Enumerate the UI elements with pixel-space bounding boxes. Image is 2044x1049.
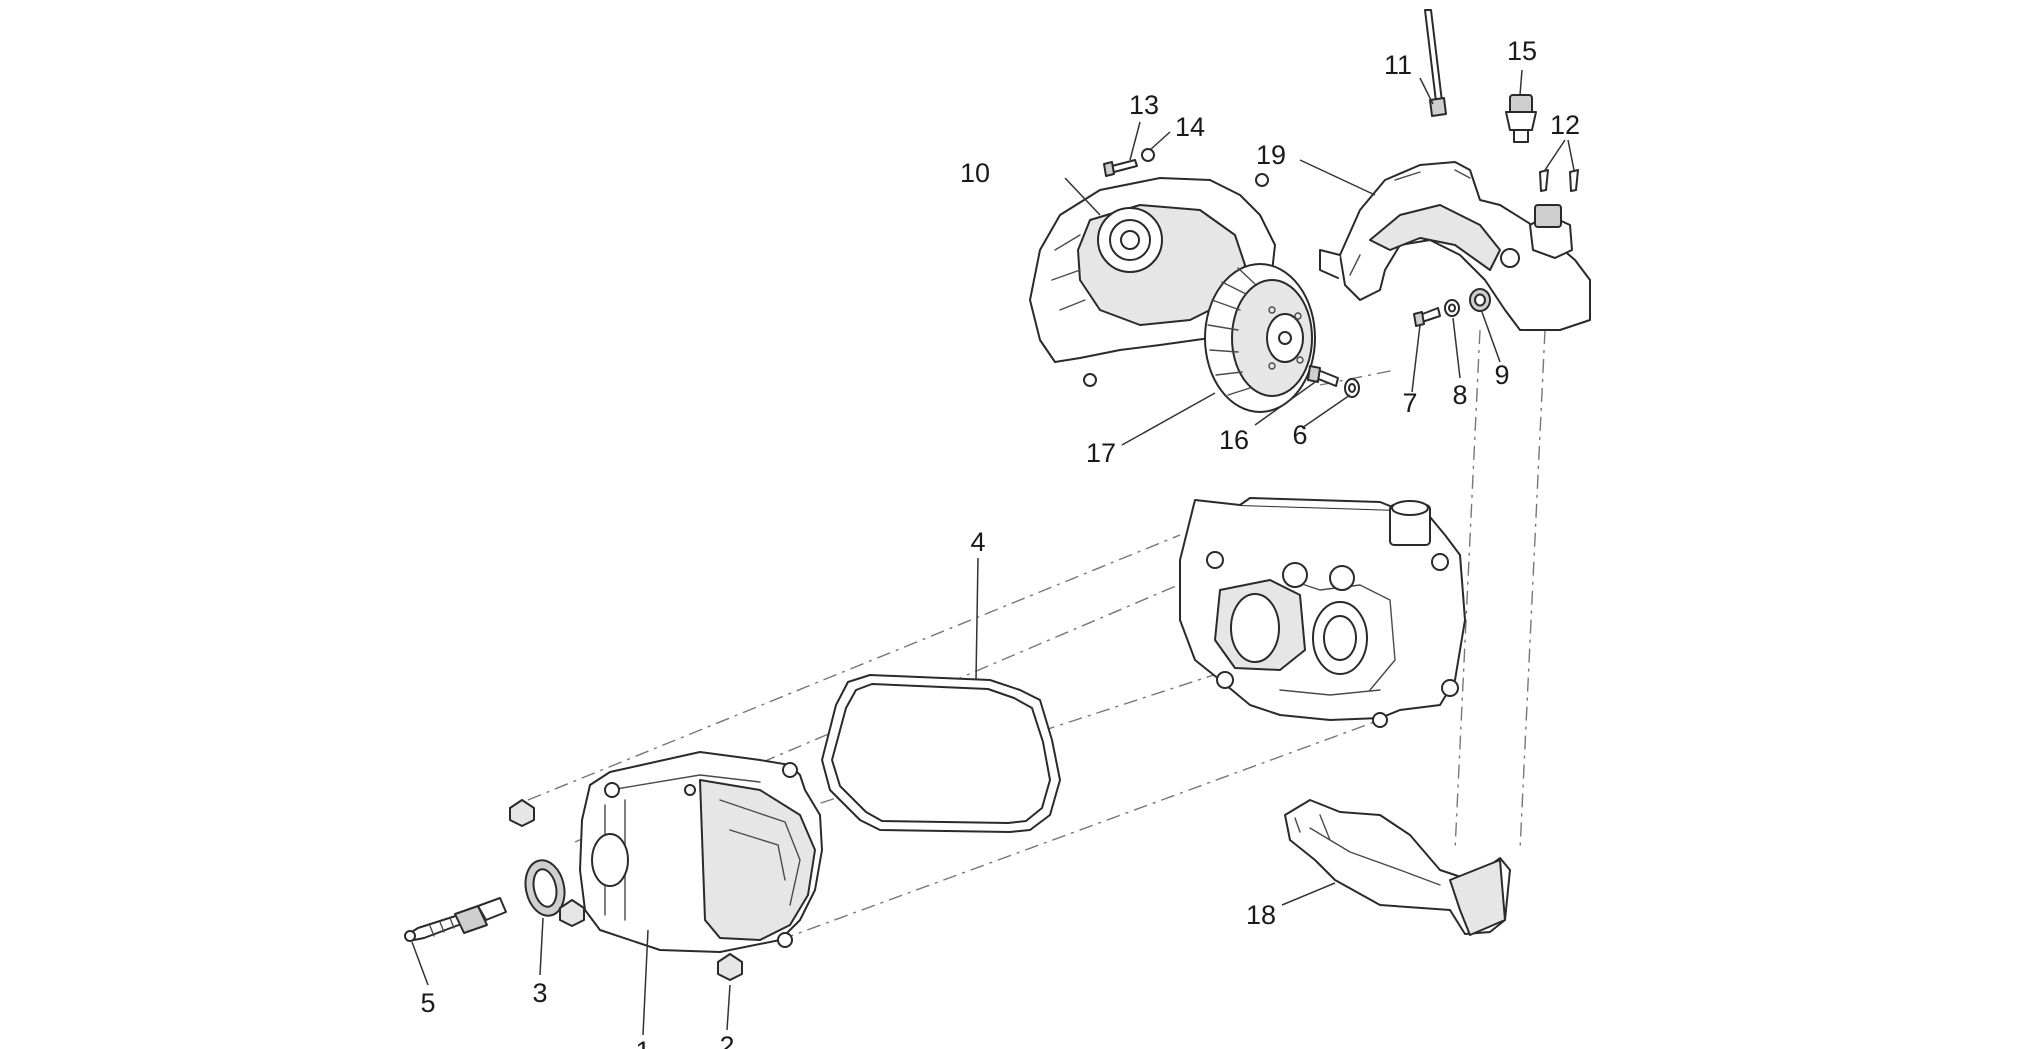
callout-1: 1 <box>635 1036 650 1049</box>
part-1-head-cover <box>579 751 823 953</box>
callout-15: 15 <box>1507 36 1537 66</box>
callout-9: 9 <box>1494 360 1509 390</box>
callout-4: 4 <box>970 527 985 557</box>
part-18-lower-shroud <box>1284 799 1511 936</box>
part-16-fan-bolt <box>1307 365 1339 387</box>
callout-6: 6 <box>1292 420 1307 450</box>
callout-5: 5 <box>420 988 435 1018</box>
callout-11: 11 <box>1384 50 1412 80</box>
callout-10: 10 <box>960 158 990 188</box>
callout-13: 13 <box>1129 90 1159 120</box>
cylinder-head-block <box>1179 497 1466 728</box>
leader-lines <box>411 69 1575 1036</box>
part-3-seal-ring <box>524 859 566 917</box>
part-9-grommet <box>1469 288 1491 312</box>
part-12-screws <box>1539 169 1579 192</box>
part-19-upper-shroud <box>1319 161 1591 331</box>
part-17-flywheel-fan <box>1204 263 1316 413</box>
callout-8: 8 <box>1452 380 1467 410</box>
callout-18: 18 <box>1246 900 1276 930</box>
callout-14: 14 <box>1175 112 1205 142</box>
part-8-washer <box>1444 299 1460 317</box>
part-14-washer <box>1141 148 1155 162</box>
callout-7: 7 <box>1402 388 1417 418</box>
part-11-cable-tie <box>1424 9 1447 117</box>
callout-12: 12 <box>1550 110 1580 140</box>
part-6-washer <box>1344 378 1360 398</box>
callout-19: 19 <box>1256 140 1286 170</box>
callout-16: 16 <box>1219 425 1249 455</box>
callout-17: 17 <box>1086 438 1116 468</box>
callout-3: 3 <box>532 978 547 1008</box>
callout-2: 2 <box>719 1031 734 1049</box>
callout-labels: 1 2 3 4 5 6 7 8 9 10 11 12 13 14 15 16 1… <box>420 36 1580 1049</box>
part-2-cover-bolts <box>509 799 743 981</box>
part-7-bolt <box>1413 307 1441 327</box>
part-4-gasket <box>821 674 1061 833</box>
part-15-sensor <box>1505 94 1537 143</box>
part-5-spark-plug <box>404 897 507 942</box>
part-13-screw <box>1103 159 1138 177</box>
